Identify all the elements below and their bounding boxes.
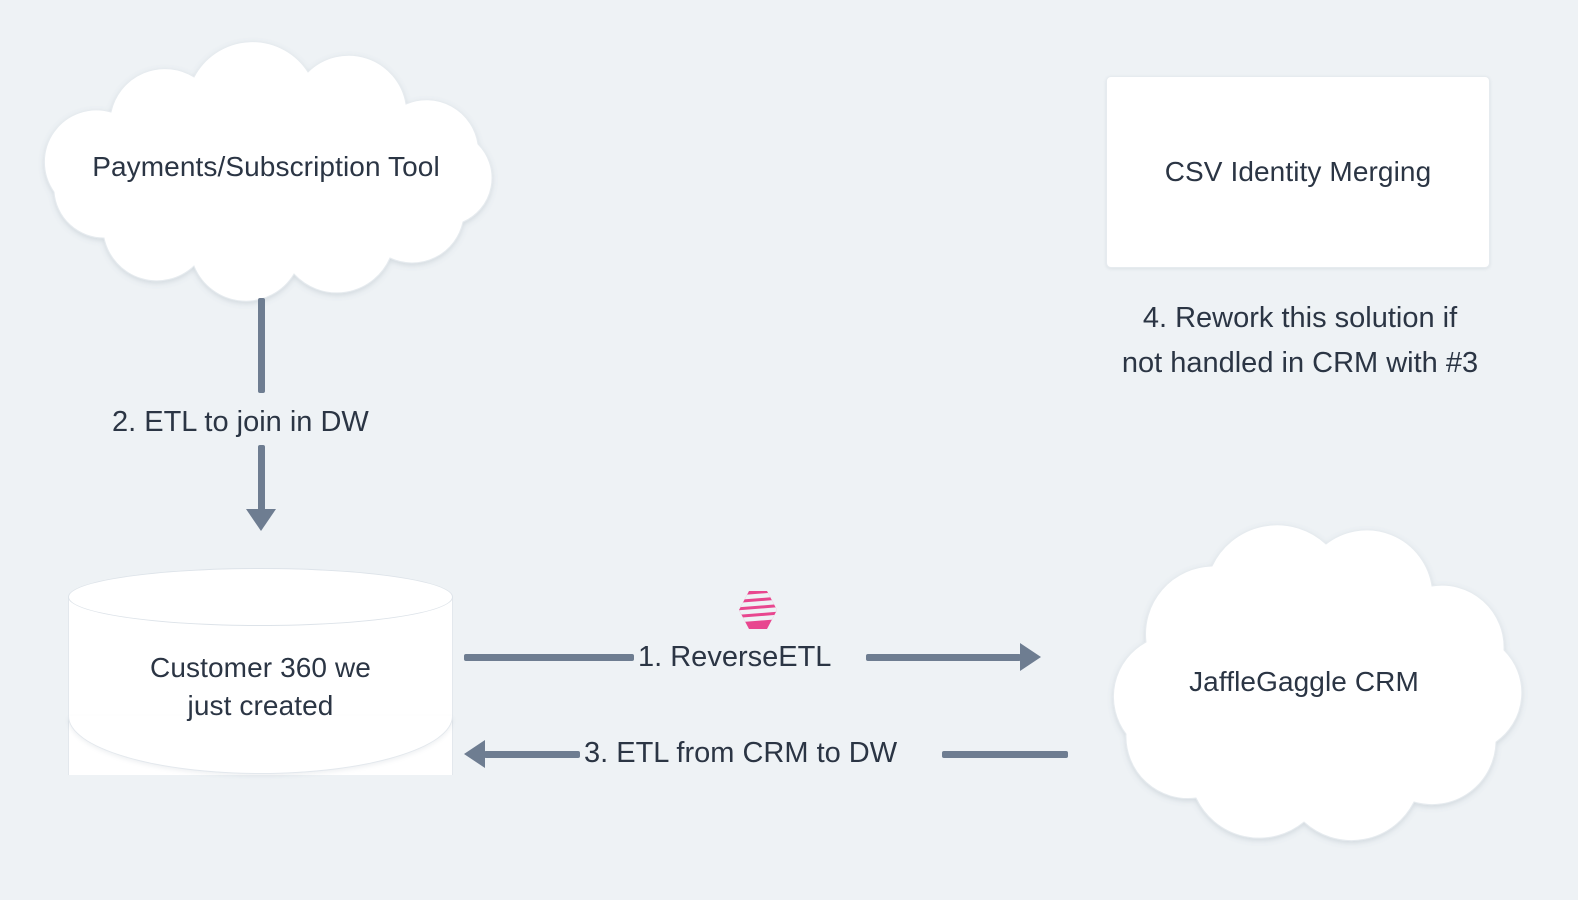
node-csv-label: CSV Identity Merging <box>1164 155 1432 187</box>
edge-3-arrowhead-left <box>464 740 485 768</box>
node-customer-360-warehouse[interactable]: Customer 360 we just created <box>68 568 453 804</box>
edge-1-line-right <box>866 654 1021 661</box>
edge-2-arrowhead-down <box>246 509 276 531</box>
node-csv-identity-merging[interactable]: CSV Identity Merging <box>1106 76 1490 268</box>
edge-2-line-lower <box>258 445 265 513</box>
edge-1-line-left <box>464 654 634 661</box>
node-payments-subscription-tool[interactable]: Payments/Subscription Tool <box>8 41 524 302</box>
cloud-shape <box>1112 524 1523 842</box>
edge-1-arrowhead-right <box>1020 643 1041 671</box>
csv-rework-caption: 4. Rework this solution if not handled i… <box>1121 302 1479 379</box>
hightouch-hex-icon <box>739 591 777 629</box>
cloud-shape <box>43 41 493 302</box>
edge-2-line-upper <box>258 298 265 393</box>
edge-1-label: 1. ReverseETL <box>638 641 832 673</box>
edge-3-line-right <box>942 751 1068 758</box>
edge-2-label: 2. ETL to join in DW <box>112 406 369 438</box>
edge-3-label: 3. ETL from CRM to DW <box>584 737 898 769</box>
cylinder-top-ellipse <box>68 568 453 626</box>
edge-3-line-left <box>484 751 580 758</box>
node-jafflegaggle-crm[interactable]: JaffleGaggle CRM <box>1054 522 1554 842</box>
